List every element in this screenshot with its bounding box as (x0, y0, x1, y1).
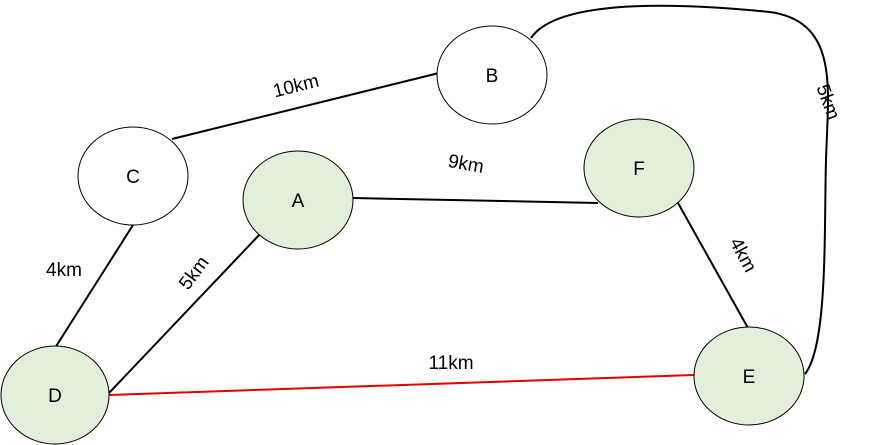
node-f-circle (583, 118, 695, 218)
edge-b-e (530, 4, 829, 375)
edge-c-d (54, 224, 134, 349)
edge-d-a (108, 232, 262, 394)
edge-label-b-e: 5km (812, 82, 844, 123)
edge-labels-layer: 10km 5km 9km 4km 5km 4km 11km (46, 71, 843, 374)
node-a: A (242, 150, 354, 250)
edge-c-b (171, 72, 440, 140)
node-b-label: B (486, 66, 499, 87)
node-d-circle (0, 345, 110, 445)
node-f: F (583, 118, 695, 218)
node-c: C (77, 126, 189, 226)
edge-a-f (352, 197, 599, 204)
node-a-label: A (292, 191, 305, 212)
node-c-circle (77, 126, 189, 226)
edges-layer (54, 4, 829, 396)
nodes-layer: A B C D E F (0, 25, 805, 445)
node-e-label: E (743, 367, 756, 388)
node-f-label: F (633, 159, 645, 180)
edge-d-e (108, 374, 695, 396)
edge-label-c-b: 10km (271, 71, 321, 103)
node-e: E (693, 326, 805, 426)
edge-f-e (677, 202, 749, 329)
edge-label-a-f: 9km (446, 151, 485, 178)
edge-label-f-e: 4km (725, 234, 760, 276)
node-a-circle (242, 150, 354, 250)
node-d: D (0, 345, 110, 445)
edge-label-d-e: 11km (428, 353, 473, 374)
node-b-circle (436, 25, 548, 125)
node-d-label: D (48, 386, 62, 407)
node-c-label: C (126, 167, 140, 188)
node-e-circle (693, 326, 805, 426)
node-b: B (436, 25, 548, 125)
edge-label-c-d: 4km (46, 260, 82, 281)
